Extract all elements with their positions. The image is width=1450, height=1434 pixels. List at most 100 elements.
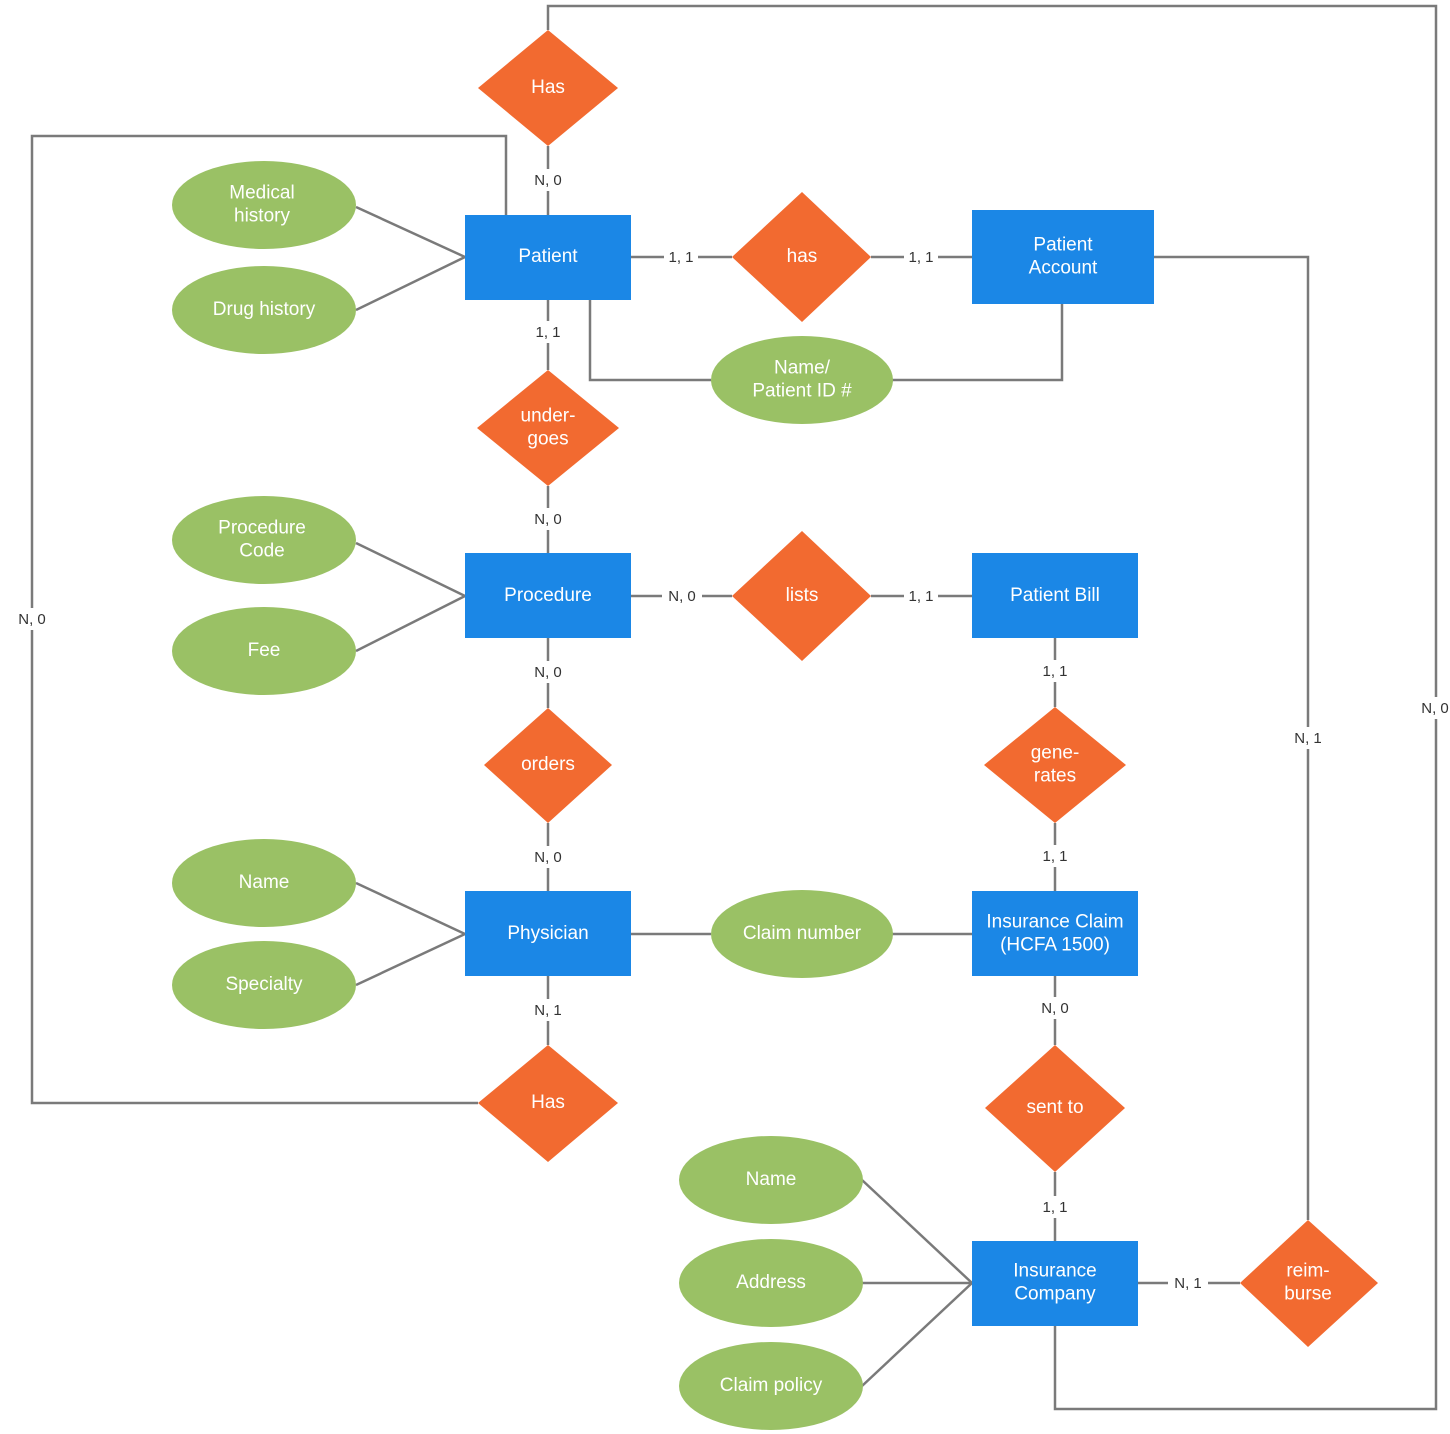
label-line: Drug history (213, 299, 316, 320)
card-physician-orders: N, 0 (534, 849, 562, 866)
relationship-has-account-label: has (787, 246, 818, 267)
label-line: Account (1029, 258, 1098, 279)
line-medical-history (355, 205, 466, 259)
label-line: Procedure (504, 585, 592, 606)
attribute-name-patient-id[interactable] (711, 336, 893, 424)
label-line: orders (521, 754, 575, 775)
relationship-orders-label: orders (521, 754, 575, 775)
label-line: Name (239, 872, 290, 893)
attribute-company-name-label: Name (746, 1169, 797, 1190)
label-line: Name (746, 1169, 797, 1190)
relationship-has-bottom-label: Has (531, 1092, 565, 1113)
attribute-claim-policy[interactable] (679, 1342, 863, 1430)
relationship-has-top[interactable] (478, 30, 618, 146)
label-line: (HCFA 1500) (1000, 935, 1110, 956)
attribute-medical-history[interactable] (172, 161, 356, 249)
attribute-procedure-code[interactable] (172, 496, 356, 584)
card-bill-generates: 1, 1 (1042, 663, 1067, 680)
label-line: gene- (1031, 743, 1080, 764)
attribute-claim-number[interactable] (711, 890, 893, 978)
label-line: Claim number (743, 923, 862, 944)
label-line: Patient ID # (752, 381, 852, 402)
attribute-fee[interactable] (172, 607, 356, 695)
connector-lines (30, 4, 1438, 1411)
line-claim-policy (861, 1282, 973, 1387)
card-patient-has-top: N, 0 (534, 172, 562, 189)
relationship-lists[interactable] (732, 531, 871, 661)
card-account-reimburse: N, 1 (1294, 730, 1322, 747)
label-line: lists (786, 585, 819, 606)
entity-physician[interactable] (465, 891, 631, 976)
attribute-company-name[interactable] (679, 1136, 863, 1224)
relationship-sent-to[interactable] (985, 1045, 1125, 1172)
label-line: has (787, 246, 818, 267)
attribute-drug-history[interactable] (172, 266, 356, 354)
label-line: Specialty (225, 974, 303, 995)
entity-procedure-label: Procedure (504, 585, 592, 606)
card-company-sent-to: 1, 1 (1042, 1199, 1067, 1216)
label-line: Has (531, 77, 565, 98)
label-line: Name/ (774, 358, 831, 379)
relationship-sent-to-label: sent to (1026, 1097, 1083, 1118)
entity-physician-label: Physician (507, 923, 588, 944)
line-left-loop (30, 134, 508, 1105)
entity-patient-bill-label: Patient Bill (1010, 585, 1100, 606)
card-right-loop: N, 0 (1421, 700, 1449, 717)
relationship-reimburse[interactable] (1240, 1220, 1378, 1347)
entity-insurance-claim[interactable] (972, 891, 1138, 976)
relationship-has-bottom[interactable] (478, 1045, 618, 1162)
entity-patient-account[interactable] (972, 210, 1154, 304)
card-procedure-lists: N, 0 (668, 588, 696, 605)
relationship-generates[interactable] (984, 707, 1126, 823)
label-line: Physician (507, 923, 588, 944)
line-procedure-code (355, 541, 466, 598)
line-account-reimburse (1154, 255, 1310, 1220)
card-claim-sent-to: N, 0 (1041, 1000, 1069, 1017)
attribute-address[interactable] (679, 1239, 863, 1327)
attribute-specialty[interactable] (172, 941, 356, 1029)
label-line: rates (1034, 766, 1076, 787)
card-left-loop: N, 0 (18, 611, 46, 628)
relationship-generates-label: gene-rates (1031, 743, 1080, 787)
label-line: Has (531, 1092, 565, 1113)
card-physician-has-bottom: N, 1 (534, 1002, 562, 1019)
relationship-has-top-label: Has (531, 77, 565, 98)
label-line: Patient Bill (1010, 585, 1100, 606)
label-line: Claim policy (720, 1375, 823, 1396)
label-line: Patient (1033, 235, 1093, 256)
line-specialty (355, 932, 466, 987)
entity-patient-bill[interactable] (972, 553, 1138, 638)
cardinality-labels: N, 0 1, 1 1, 1 1, 1 N, 0 N, 0 1, 1 N, 0 … (12, 169, 1450, 1294)
line-physician-name (355, 881, 466, 936)
attribute-fee-label: Fee (248, 640, 281, 661)
entity-insurance-claim-label: Insurance Claim(HCFA 1500) (986, 912, 1123, 956)
line-patient-id-right (892, 304, 1064, 382)
entity-insurance-company[interactable] (972, 1241, 1138, 1326)
attribute-claim-number-label: Claim number (743, 923, 862, 944)
label-line: sent to (1026, 1097, 1083, 1118)
card-patient-undergoes: 1, 1 (535, 324, 560, 341)
relationship-lists-label: lists (786, 585, 819, 606)
attribute-physician-name[interactable] (172, 839, 356, 927)
entity-patient[interactable] (465, 215, 631, 300)
relationship-has-account[interactable] (732, 192, 871, 322)
line-fee (355, 594, 466, 653)
card-patient-has-account: 1, 1 (668, 249, 693, 266)
label-line: history (234, 206, 290, 227)
label-line: under- (521, 406, 576, 427)
label-line: Address (736, 1272, 806, 1293)
label-line: Procedure (218, 518, 306, 539)
entity-procedure[interactable] (465, 553, 631, 638)
label-line: reim- (1286, 1261, 1329, 1282)
relationship-orders[interactable] (484, 708, 612, 823)
relationship-undergoes[interactable] (477, 370, 619, 486)
card-claim-generates: 1, 1 (1042, 848, 1067, 865)
attribute-specialty-label: Specialty (225, 974, 303, 995)
attribute-drug-history-label: Drug history (213, 299, 316, 320)
